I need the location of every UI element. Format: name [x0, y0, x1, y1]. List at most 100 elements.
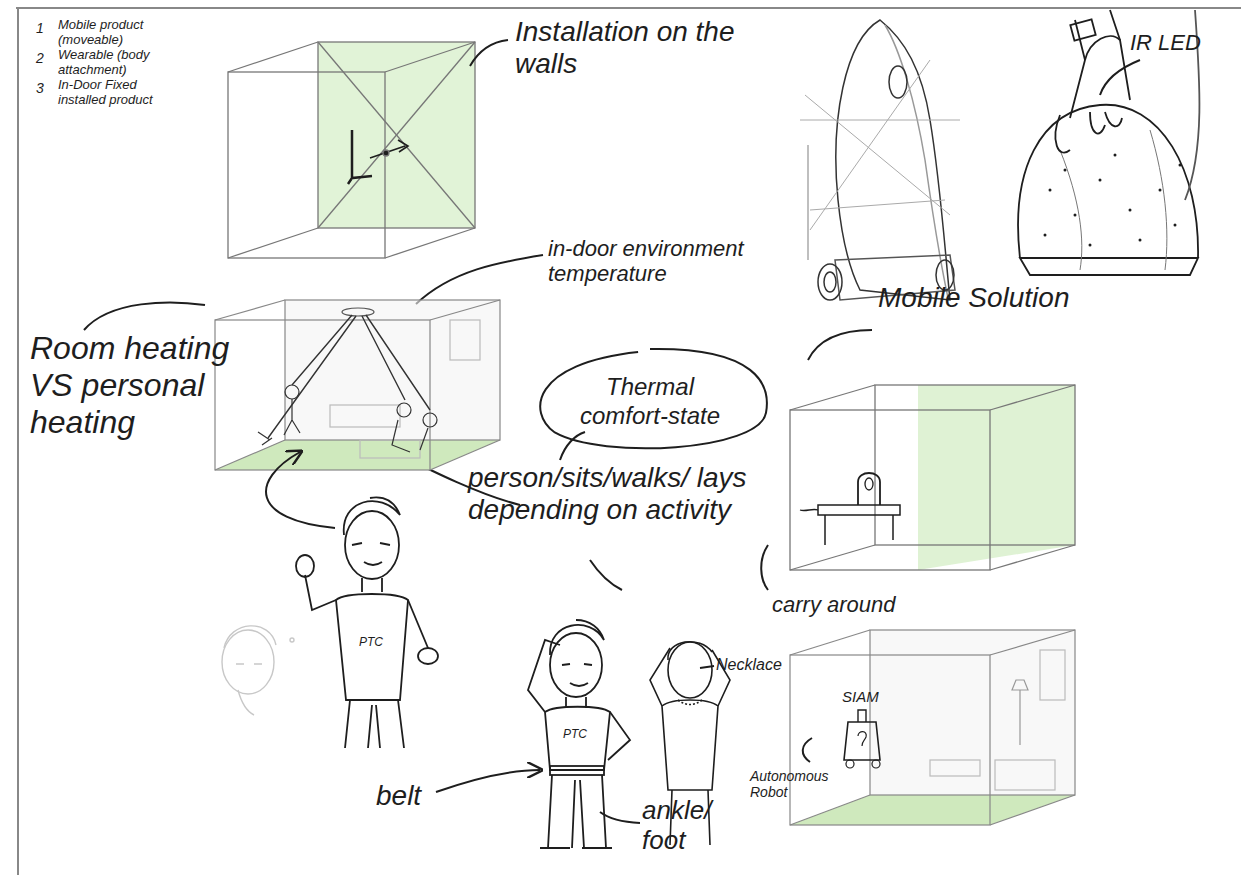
leader-line [84, 40, 1140, 823]
thought-oval: Thermal comfort-state [531, 347, 769, 457]
annotation-text: Mobile Solution [878, 282, 1088, 314]
robot-room-part [858, 732, 866, 746]
callout-number: 2 [36, 50, 44, 66]
room-scene-part [258, 432, 272, 445]
room-scene-part [268, 315, 430, 438]
person-figure [296, 497, 438, 748]
person-figure-part [305, 575, 336, 610]
room-scene-part [215, 440, 285, 470]
leader-line-part [1100, 60, 1140, 95]
mobile-cube-part [790, 410, 990, 570]
leader-line-part [590, 560, 622, 590]
mobile-cube-part [800, 509, 818, 510]
leader-line-part [808, 330, 872, 360]
person-figure-part [548, 775, 606, 848]
annotation-text: carry around [772, 592, 896, 617]
room-scene-part [215, 300, 285, 320]
heading-text: Room heating VS personal heating [30, 330, 235, 440]
page-border-part [16, 7, 1241, 9]
hand-dome-sketch-part-part [1044, 234, 1047, 237]
room-scene-part [450, 320, 480, 360]
room-scene-part [285, 385, 299, 399]
room-scene-part [330, 405, 400, 427]
annotation-text: IR LED [1130, 30, 1201, 55]
wall-cube-part [318, 42, 475, 228]
room-scene-part [215, 320, 430, 470]
person-figure-part [362, 578, 382, 592]
wall-cube-part [370, 140, 408, 158]
hand-dome-sketch-part-part [1049, 189, 1052, 192]
robot-room-part [790, 795, 870, 825]
node-text: Thermal comfort-state [565, 373, 735, 431]
person-figure-part [296, 555, 314, 577]
wall-cube-part [318, 42, 475, 228]
robot-room-part [846, 760, 854, 768]
hand-dome-sketch-part-part [1114, 154, 1117, 157]
room-scene-part [342, 308, 374, 316]
ghost-head [222, 626, 294, 715]
wall-cube [228, 42, 475, 258]
leader-line-part [803, 738, 812, 762]
robot-room-part [990, 630, 1075, 655]
ghost-head-part [236, 664, 262, 715]
wall-cube-part [228, 228, 318, 258]
robot-room-part [858, 710, 866, 722]
mobile-cube-part [790, 545, 875, 570]
robot-room-part [995, 760, 1055, 790]
robot-room-part [790, 795, 1075, 825]
robot-room-part [790, 655, 990, 825]
room-scene-part [397, 403, 411, 417]
room-scene-part [392, 420, 428, 452]
oval-stroke [540, 349, 767, 448]
person-back-figure-part [668, 642, 712, 660]
room-scene-part [360, 440, 420, 458]
wall-cube-part [348, 130, 372, 184]
hand-dome-sketch-part [1020, 258, 1198, 275]
robot-room-part [790, 630, 870, 655]
robot-room-part [990, 795, 1075, 825]
wall-cube-part [228, 72, 385, 258]
page-border [16, 8, 1241, 875]
annotation-text: Necklace [716, 656, 782, 674]
hand-dome-sketch-part [1055, 112, 1122, 153]
annotation-text: ankle/ foot [642, 796, 742, 856]
wall-cube-part [228, 42, 318, 72]
device-sketch-part [807, 145, 809, 260]
hand-dome-sketch-part [1018, 105, 1198, 258]
room-scene-part [215, 440, 500, 470]
hand-dome-sketch-part-part [1159, 189, 1162, 192]
leader-line-part [761, 545, 768, 590]
person-figure-part [345, 511, 399, 579]
robot-room-part [930, 760, 980, 776]
leader-line-part [600, 812, 640, 823]
device-sketch-part [800, 60, 960, 230]
device-sketch [800, 20, 960, 300]
person-figure-part [344, 497, 400, 535]
mobile-cube-part [790, 385, 875, 410]
indicator-arrow-part [266, 452, 335, 528]
person-figure-part [550, 766, 604, 775]
mobile-cube-part [990, 385, 1075, 410]
hand-dome-sketch-part [1044, 154, 1182, 247]
person-figure-part [550, 633, 602, 697]
annotation-text: Installation on the walls [515, 16, 755, 80]
device-sketch-part [889, 66, 907, 98]
hand-dome-sketch-part-part [1139, 239, 1142, 242]
person-figure-part [550, 620, 604, 655]
person-figure-part [608, 712, 630, 760]
annotation-text: Autonomous Robot [750, 768, 845, 800]
hand-dome-sketch-part-part [1074, 214, 1077, 217]
robot-room-part [1040, 650, 1065, 700]
note-text: Wearable (body attachment) [58, 48, 168, 78]
room-scene-part [430, 300, 500, 320]
robot-room [790, 630, 1075, 825]
ghost-head-part [222, 630, 274, 694]
hand-dome-sketch-part-part [1174, 224, 1177, 227]
mobile-cube-part [990, 545, 1075, 570]
person-back-figure-part [678, 700, 702, 705]
hand-dome-sketch-part-part [1064, 169, 1067, 172]
person-figure-part [418, 648, 438, 664]
mobile-cube-part [858, 473, 880, 505]
